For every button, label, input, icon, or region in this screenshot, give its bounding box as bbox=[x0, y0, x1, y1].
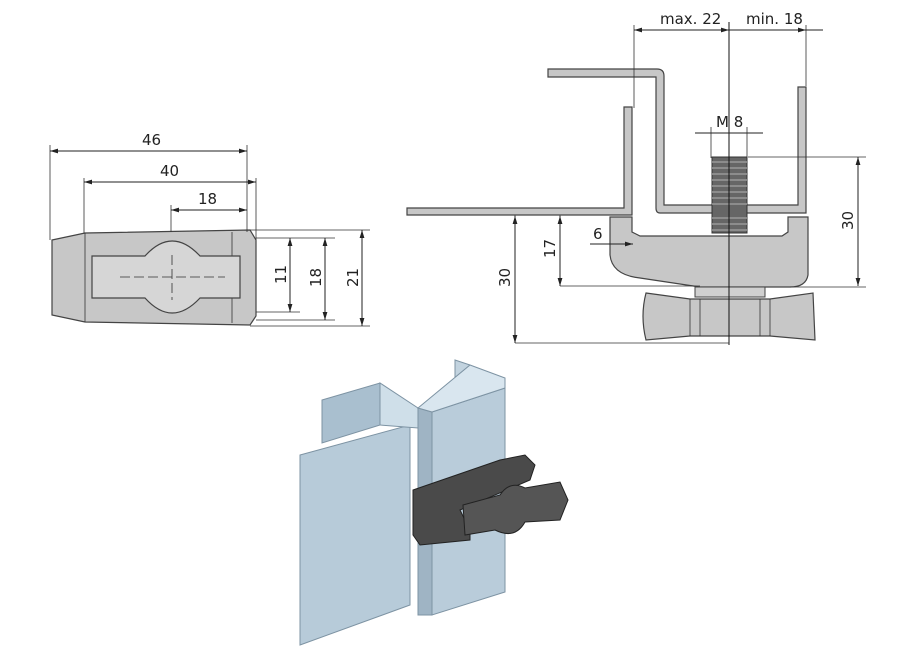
side-view: max. 22 min. 18 M 8 30 6 17 30 bbox=[406, 10, 866, 345]
dim-17-label: 17 bbox=[541, 239, 559, 258]
flat-panel-profile bbox=[406, 106, 633, 216]
dim-max22-label: max. 22 bbox=[660, 10, 721, 28]
clamp-body bbox=[609, 216, 809, 288]
left-profile-top bbox=[379, 382, 419, 429]
knob-collar bbox=[694, 286, 766, 298]
isometric-illustration bbox=[299, 359, 569, 646]
extension-lines bbox=[49, 145, 370, 327]
dim-30-total-label: 30 bbox=[496, 268, 514, 287]
wing-knob-3d bbox=[462, 481, 569, 536]
dim-30-bolt-label: 30 bbox=[839, 211, 857, 230]
z-profile bbox=[547, 68, 807, 214]
knob-edges bbox=[689, 299, 771, 336]
dim-18v-label: 18 bbox=[307, 268, 325, 287]
dim-m8-label: M 8 bbox=[716, 113, 743, 131]
dim-18-label: 18 bbox=[198, 190, 217, 208]
dim-40-label: 40 bbox=[160, 162, 179, 180]
dim-min18-label: min. 18 bbox=[746, 10, 803, 28]
clamp-body-3d bbox=[412, 454, 536, 546]
left-profile-side bbox=[321, 382, 381, 444]
center-lines bbox=[120, 255, 225, 300]
dim-21-label: 21 bbox=[344, 268, 362, 287]
dim-6-label: 6 bbox=[593, 225, 603, 243]
top-view: 46 40 18 11 18 21 bbox=[49, 131, 370, 327]
dim-46-label: 46 bbox=[142, 131, 161, 149]
flat-panel bbox=[299, 424, 411, 646]
dim-11-label: 11 bbox=[272, 265, 290, 284]
right-profile-top bbox=[416, 364, 506, 413]
